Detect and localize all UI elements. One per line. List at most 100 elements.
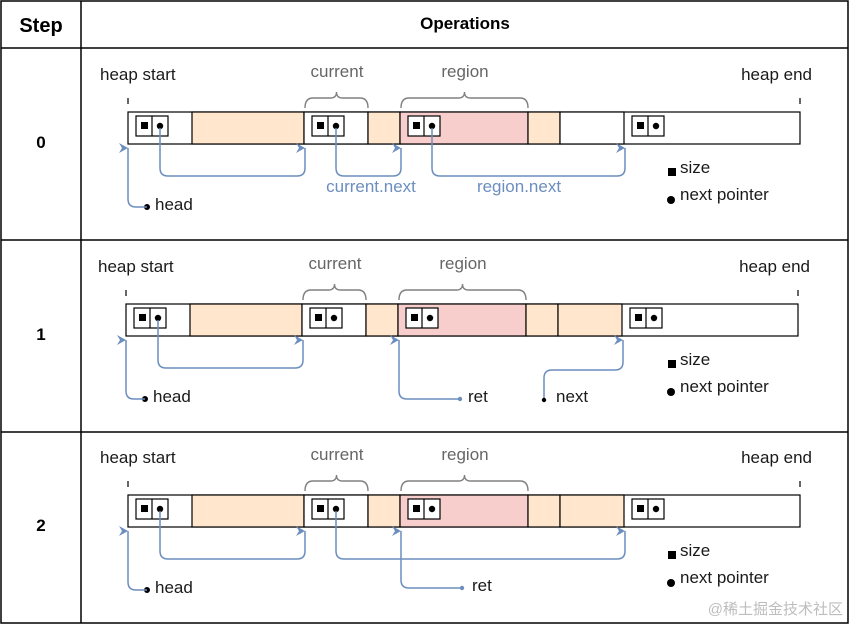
free-block	[527, 494, 561, 528]
heap-start-label: heap start	[98, 257, 174, 276]
size-field	[637, 505, 644, 512]
next-pointer-field	[156, 505, 164, 513]
current-brace	[302, 283, 367, 301]
legend-pointer-swatch	[667, 388, 675, 396]
region-label: region	[441, 445, 488, 464]
head-label: head	[155, 578, 193, 597]
current-next-label: current.next	[326, 177, 416, 196]
free-block	[365, 303, 399, 337]
region-label: region	[441, 62, 488, 81]
next-dot	[541, 397, 547, 403]
next-pointer-field	[156, 122, 164, 130]
legend-size-swatch	[668, 168, 676, 176]
current-brace	[304, 474, 369, 492]
next-pointer-field	[330, 314, 338, 322]
current-label: current	[311, 445, 364, 464]
size-field	[413, 122, 420, 129]
legend-next-pointer: next pointer	[680, 185, 769, 204]
legend-pointer-swatch	[667, 196, 675, 204]
free-block	[191, 494, 305, 528]
step-number: 2	[36, 516, 45, 535]
free-block	[525, 303, 559, 337]
step-row: 2 heap start heap end current region size next…	[36, 445, 812, 597]
head-label: head	[155, 195, 193, 214]
region-brace	[400, 474, 529, 492]
next-arrow	[543, 335, 624, 399]
free-block	[527, 111, 561, 145]
ret-dot	[459, 585, 465, 591]
legend-size: size	[680, 350, 710, 369]
next-pointer-field	[652, 505, 660, 513]
current-next-arrow	[335, 511, 626, 560]
head-next-arrow	[159, 511, 306, 560]
free-block	[189, 303, 303, 337]
ret-dot	[457, 396, 463, 402]
block	[557, 303, 623, 337]
region-brace	[398, 283, 527, 301]
current-label: current	[311, 62, 364, 81]
next-pointer-field	[650, 314, 658, 322]
heap-end-label: heap end	[741, 448, 812, 467]
size-field	[317, 122, 324, 129]
current-label: current	[309, 254, 362, 273]
free-block	[191, 111, 305, 145]
size-field	[637, 122, 644, 129]
size-field	[141, 122, 148, 129]
size-field	[317, 505, 324, 512]
current-brace	[304, 91, 369, 109]
ret-arrow	[390, 335, 460, 400]
legend-size-swatch	[668, 551, 676, 559]
legend-next-pointer: next pointer	[680, 377, 769, 396]
region-brace	[400, 91, 529, 109]
size-field	[411, 314, 418, 321]
legend-next-pointer: next pointer	[680, 568, 769, 587]
legend-size-swatch	[668, 360, 676, 368]
free-block	[367, 111, 401, 145]
head-next-arrow	[157, 320, 304, 369]
free-block	[367, 494, 401, 528]
region-next-arrow	[431, 128, 626, 177]
legend-size: size	[680, 158, 710, 177]
block	[559, 494, 625, 528]
heap-start-label: heap start	[100, 448, 176, 467]
next-label: next	[556, 387, 588, 406]
legend-pointer-swatch	[667, 579, 675, 587]
head-label: head	[153, 387, 191, 406]
step-number: 0	[36, 133, 45, 152]
next-pointer-field	[332, 122, 340, 130]
step-row: 0 heap start heap end current region size next…	[36, 62, 812, 214]
next-pointer-field	[428, 122, 436, 130]
size-field	[635, 314, 642, 321]
ret-arrow	[392, 526, 462, 589]
head-arrow	[117, 335, 145, 400]
ret-label: ret	[472, 576, 492, 595]
watermark: @稀土掘金技术社区	[708, 601, 843, 618]
head-next-arrow	[159, 128, 306, 177]
head-arrow	[119, 526, 147, 591]
next-pointer-field	[428, 505, 436, 513]
legend-size: size	[680, 541, 710, 560]
region-next-label: region.next	[477, 177, 561, 196]
next-pointer-field	[332, 505, 340, 513]
head-arrow	[119, 143, 147, 208]
region-label: region	[439, 254, 486, 273]
next-pointer-field	[426, 314, 434, 322]
size-field	[315, 314, 322, 321]
step-number: 1	[36, 325, 45, 344]
size-field	[139, 314, 146, 321]
ret-label: ret	[468, 387, 488, 406]
next-pointer-field	[154, 314, 162, 322]
size-field	[141, 505, 148, 512]
current-next-arrow	[335, 128, 402, 177]
heap-start-label: heap start	[100, 65, 176, 84]
size-field	[413, 505, 420, 512]
heap-end-label: heap end	[741, 65, 812, 84]
heap-end-label: heap end	[739, 257, 810, 276]
step-row: 1 heap start heap end current region size next…	[36, 254, 810, 406]
next-pointer-field	[652, 122, 660, 130]
step-column-header: Step	[19, 15, 62, 37]
block	[559, 111, 625, 145]
operations-column-header: Operations	[420, 14, 510, 33]
